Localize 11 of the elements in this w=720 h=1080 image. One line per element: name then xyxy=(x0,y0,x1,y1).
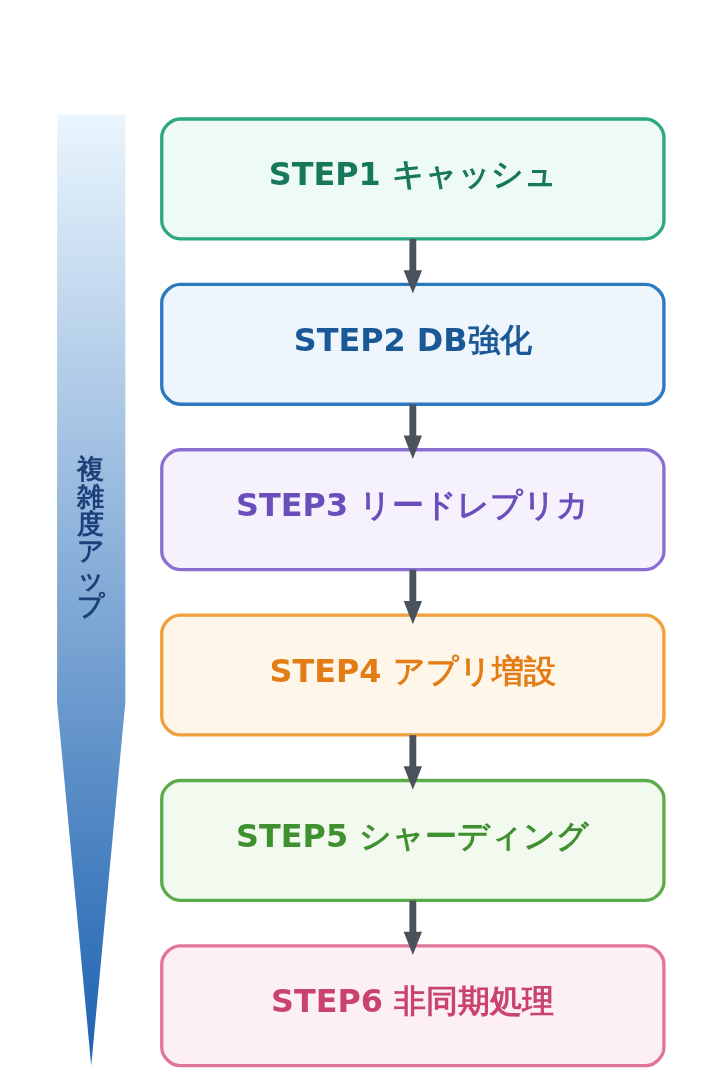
node-box: STEP1 キャッシュ xyxy=(159,117,666,241)
arrow xyxy=(403,239,422,294)
node-box: STEP4 アプリ増設 xyxy=(159,613,666,737)
arrow xyxy=(403,735,422,790)
node-box: STEP5 シャーディング xyxy=(159,778,666,902)
arrow xyxy=(403,569,422,625)
arrow xyxy=(403,900,422,956)
node-box: STEP3 リードレプリカ xyxy=(159,448,666,572)
arrow xyxy=(403,404,422,459)
node-box: STEP6 非同期処理 xyxy=(159,944,666,1068)
node-box: STEP2 DB強化 xyxy=(159,282,666,406)
